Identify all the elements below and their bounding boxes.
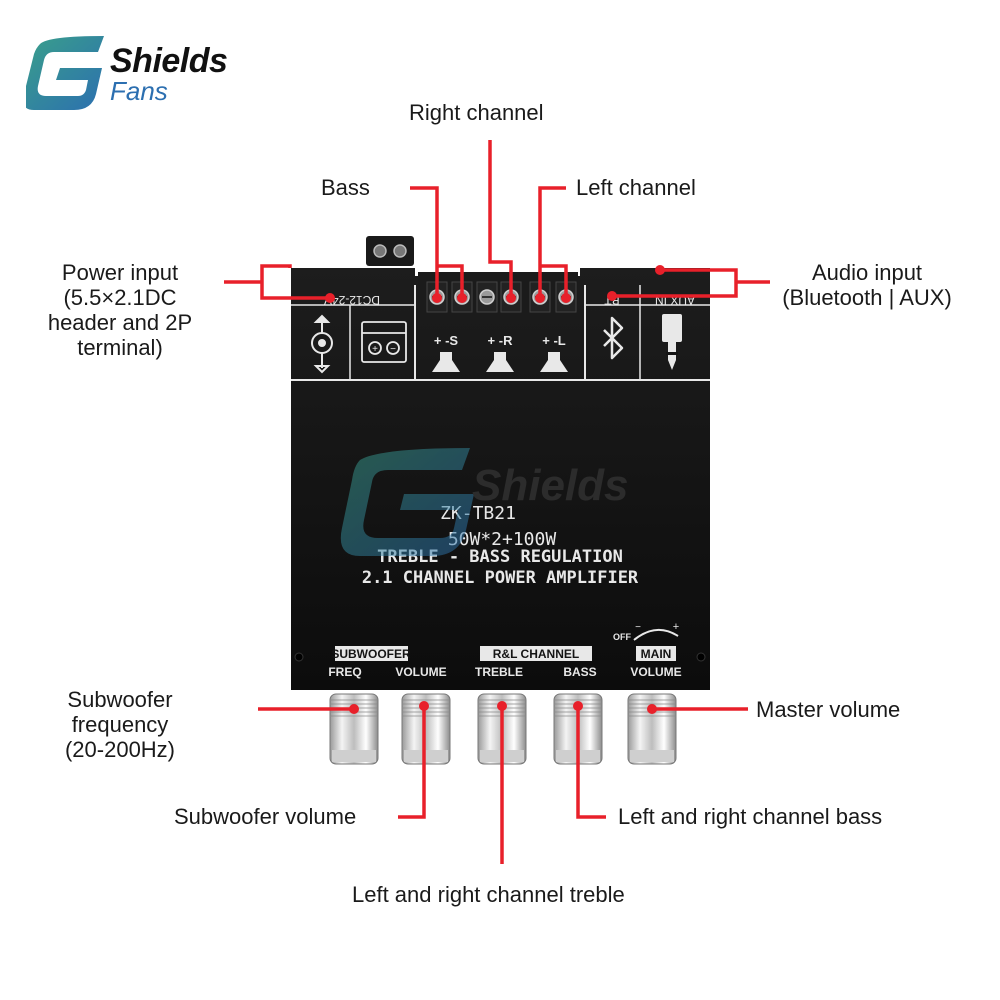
dc-jack-icon <box>311 314 333 374</box>
svg-text:−: − <box>390 344 396 355</box>
callout-power-input-line1: Power input <box>61 260 179 285</box>
speaker-label-s: + -S <box>434 333 459 348</box>
callout-master-volume: Master volume <box>756 697 901 722</box>
leader-bass <box>410 186 439 296</box>
volume-arc-icon <box>633 629 679 641</box>
main-volume-knob[interactable] <box>627 693 677 765</box>
speaker-label-l: + -L <box>542 333 566 348</box>
speaker-label-r: + -R <box>488 333 514 348</box>
callout-sub-freq-line1: Subwoofer <box>67 687 173 712</box>
callout-power-input: Power input (5.5×2.1DC header and 2P ter… <box>30 260 210 360</box>
callout-lr-treble: Left and right channel treble <box>352 882 625 907</box>
dc-voltage-label: DC12-24V <box>324 293 380 307</box>
callout-sub-freq-line3: (20-200Hz) <box>64 737 176 762</box>
amp-type-label: 2.1 CHANNEL POWER AMPLIFIER <box>362 568 639 588</box>
leader-left-channel <box>538 186 566 296</box>
leader-lr-bass <box>576 706 606 819</box>
callout-audio-input-line1: Audio input <box>811 260 923 285</box>
bluetooth-icon <box>603 316 624 360</box>
brand-logo: Shields Fans <box>26 34 246 114</box>
speaker-terminals <box>418 272 578 318</box>
leader-power-input <box>224 264 330 300</box>
subwoofer-freq-knob[interactable] <box>329 693 379 765</box>
callout-audio-input-line2: (Bluetooth | AUX) <box>782 285 952 310</box>
subwoofer-volume-knob[interactable] <box>401 693 451 765</box>
board-body <box>291 268 710 690</box>
leader-left-branch <box>540 264 568 296</box>
callout-left-channel: Left channel <box>576 175 696 200</box>
callout-right-channel: Right channel <box>409 100 544 125</box>
terminal-icon: + − <box>361 321 407 363</box>
speaker-icon-r <box>486 352 514 372</box>
callout-power-input-line4: terminal) <box>77 335 163 360</box>
logo-word-shields: Shields <box>110 42 228 80</box>
callout-sub-freq: Subwoofer frequency (20-200Hz) <box>40 687 200 762</box>
callout-power-input-line2: (5.5×2.1DC <box>63 285 177 310</box>
amplifier-board: DC12-24V + − + -S + -R + -L B <box>291 236 710 690</box>
main-group-label: MAIN <box>641 647 672 661</box>
speaker-icons <box>432 352 568 372</box>
svg-text:+: + <box>372 344 378 355</box>
freq-knob-label: FREQ <box>328 665 361 679</box>
logo-mark-icon <box>26 36 104 110</box>
leader-lines <box>224 140 770 864</box>
subwoofer-group-label: SUBWOOFER <box>331 647 411 661</box>
rl-channel-group-label: R&L CHANNEL <box>493 647 579 661</box>
callout-lr-bass: Left and right channel bass <box>618 804 883 829</box>
speaker-icon-l <box>540 352 568 372</box>
sub-volume-knob-label: VOLUME <box>395 665 446 679</box>
callout-power-input-line3: header and 2P <box>47 310 193 335</box>
leader-bass-branch <box>437 264 464 296</box>
callout-sub-freq-line2: frequency <box>71 712 169 737</box>
aux-plug-icon <box>662 314 682 370</box>
callout-bass: Bass <box>321 175 370 200</box>
leader-sub-volume <box>398 706 426 819</box>
logo-word-fans: Fans <box>110 76 168 106</box>
plus-label: + <box>673 621 679 633</box>
power-rating-label: 50W*2+100W <box>448 529 557 550</box>
callout-sub-volume: Subwoofer volume <box>174 804 357 829</box>
leader-dots <box>325 265 665 714</box>
watermark-word: Shields <box>472 461 629 510</box>
speaker-icon-s <box>432 352 460 372</box>
minus-label: − <box>635 622 641 633</box>
bass-knob-label: BASS <box>563 665 596 679</box>
power-terminal-block <box>366 236 414 266</box>
watermark-logo: Shields <box>340 448 629 556</box>
leader-audio-input <box>612 268 770 298</box>
off-label: OFF <box>613 632 631 642</box>
treble-knob-label: TREBLE <box>475 665 523 679</box>
callout-audio-input: Audio input (Bluetooth | AUX) <box>762 260 972 310</box>
leader-right-channel <box>488 140 513 296</box>
main-volume-knob-label: VOLUME <box>630 665 681 679</box>
knob-labels: SUBWOOFER R&L CHANNEL MAIN FREQ VOLUME T… <box>328 621 681 679</box>
